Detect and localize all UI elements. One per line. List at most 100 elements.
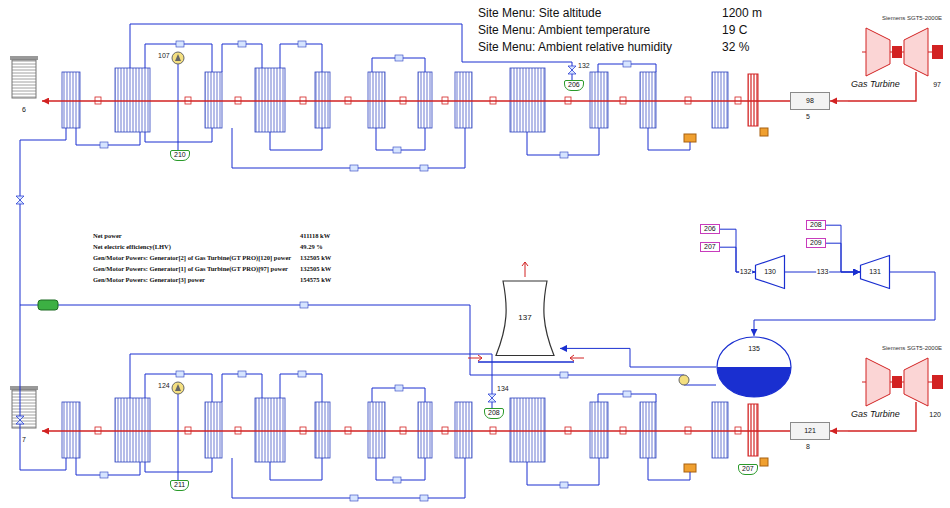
flue-gas-line: [830, 100, 848, 101]
performance-label: Gen/Motor Powers: Generator[3] power: [93, 276, 205, 284]
exhaust-stack: 7: [6, 388, 42, 444]
steam-turbine: 130: [755, 255, 785, 289]
gas-turbine: Siemens SGT5-2000E 120 Gas Turbine: [848, 344, 944, 440]
performance-value: 49.29 %: [300, 243, 323, 251]
heat-exchanger: [590, 72, 608, 128]
site-parameter: Site Menu: Ambient temperature: [478, 23, 650, 37]
drum-space: [717, 337, 791, 397]
performance-value: 154575 kW: [300, 276, 331, 284]
steam-turbine: 131: [860, 255, 890, 289]
gas-turbine: Siemens SGT5-2000E 97 Gas Turbine: [848, 14, 944, 110]
exhaust-duct: 121: [790, 422, 830, 440]
callout-number: 208: [488, 409, 500, 417]
drum-shell: [717, 337, 791, 397]
tower-shell: [496, 281, 554, 356]
stack-body: [12, 60, 36, 98]
callout-number: 206: [704, 225, 716, 233]
gt-exhaust: [848, 72, 916, 101]
water-device: [684, 134, 696, 142]
model-name: Siemens SGT5-2000E: [882, 345, 942, 352]
flow-markers: [100, 41, 631, 171]
callout-number: 121: [804, 427, 816, 435]
flue-gas-line: [42, 100, 790, 101]
callout-number: 131: [869, 268, 881, 276]
stream-link-box: 208: [806, 220, 826, 230]
callout-number: 208: [810, 221, 822, 229]
flue-gas-line: [42, 430, 790, 431]
flow-marker: [393, 147, 401, 153]
callout-number: 207: [742, 465, 754, 473]
flow-marker: [560, 152, 568, 158]
gt-combustor: [892, 46, 902, 58]
valve: [568, 66, 576, 74]
steam-line: [560, 348, 716, 367]
performance-value: 132505 kW: [300, 254, 331, 262]
flow-marker: [176, 41, 184, 47]
cooling-tower: 137: [490, 280, 560, 356]
stream-link: 207: [738, 464, 758, 475]
hrsg-train: [10, 358, 943, 501]
feedwater-heater: [38, 300, 58, 310]
flow-marker: [350, 165, 358, 171]
turbine-casing: [861, 256, 890, 289]
callout-number: 209: [810, 239, 822, 247]
heat-exchanger: [455, 72, 472, 128]
pump-symbol: [172, 52, 184, 64]
parameter-value: 19 C: [722, 23, 747, 37]
performance-label: Gen/Motor Powers: Generator[1] of Gas Tu…: [93, 265, 288, 273]
stream-number: 132: [739, 268, 753, 276]
callout-number: 107: [158, 52, 170, 60]
pump-symbol: [175, 54, 181, 61]
heat-exchanger: [62, 72, 80, 128]
callout-number: 8: [806, 443, 810, 451]
flow-marker: [238, 41, 246, 47]
flow-marker: [560, 372, 568, 378]
gt-compressor: [866, 28, 890, 76]
heat-exchangers: [62, 68, 728, 132]
heat-exchanger: [712, 72, 728, 128]
parameter-value: 32 %: [722, 40, 749, 54]
performance-value: 132505 kW: [300, 265, 331, 273]
tower-basin: [478, 361, 574, 363]
callout-number: 135: [748, 345, 760, 353]
stream-number: 133: [816, 268, 830, 276]
turbine-casing: [756, 256, 785, 289]
parameter-value: 1200 m: [722, 6, 762, 20]
equipment-label: Gas Turbine: [851, 409, 900, 420]
steam-line: [826, 225, 860, 272]
performance-label: Gen/Motor Powers: Generator[2] of Gas Tu…: [93, 254, 291, 262]
callout-number: 6: [22, 106, 26, 114]
unit-number: 97: [933, 81, 941, 89]
performance-label: Net electric efficiency(LHV): [93, 243, 171, 251]
hp-steam-line: [130, 354, 492, 408]
flow-marker: [100, 142, 108, 148]
exhaust-duct: 98: [790, 92, 830, 110]
unit-number: 120: [929, 411, 941, 419]
heat-exchanger: [368, 72, 385, 128]
flow-marker: [623, 61, 631, 67]
flow-marker: [395, 55, 403, 61]
heat-exchanger: [315, 72, 330, 128]
performance-value: 411118 kW: [300, 232, 330, 240]
callout-number: 7: [22, 436, 26, 444]
performance-label: Net power: [93, 232, 122, 240]
heat-exchanger: [205, 72, 222, 128]
callout-number: 210: [174, 151, 186, 159]
heat-exchanger: [115, 68, 150, 132]
stream-link-box: 209: [806, 238, 826, 248]
callout-number: 98: [806, 97, 814, 105]
callout-number: 211: [174, 481, 185, 489]
steam-line: [720, 229, 755, 272]
gt-turbine: [904, 28, 928, 76]
model-name: Siemens SGT5-2000E: [882, 15, 942, 22]
stream-link: 211: [170, 480, 189, 491]
stream-link-box: 206: [700, 224, 720, 234]
equipment-label: Gas Turbine: [851, 79, 900, 90]
callout-number: 130: [764, 268, 776, 276]
stream-link-box: 207: [700, 242, 720, 252]
callout-number: 132: [578, 62, 590, 70]
callout-number: 207: [704, 243, 716, 251]
heat-exchanger: [510, 68, 545, 132]
stream-link: 210: [170, 150, 190, 161]
